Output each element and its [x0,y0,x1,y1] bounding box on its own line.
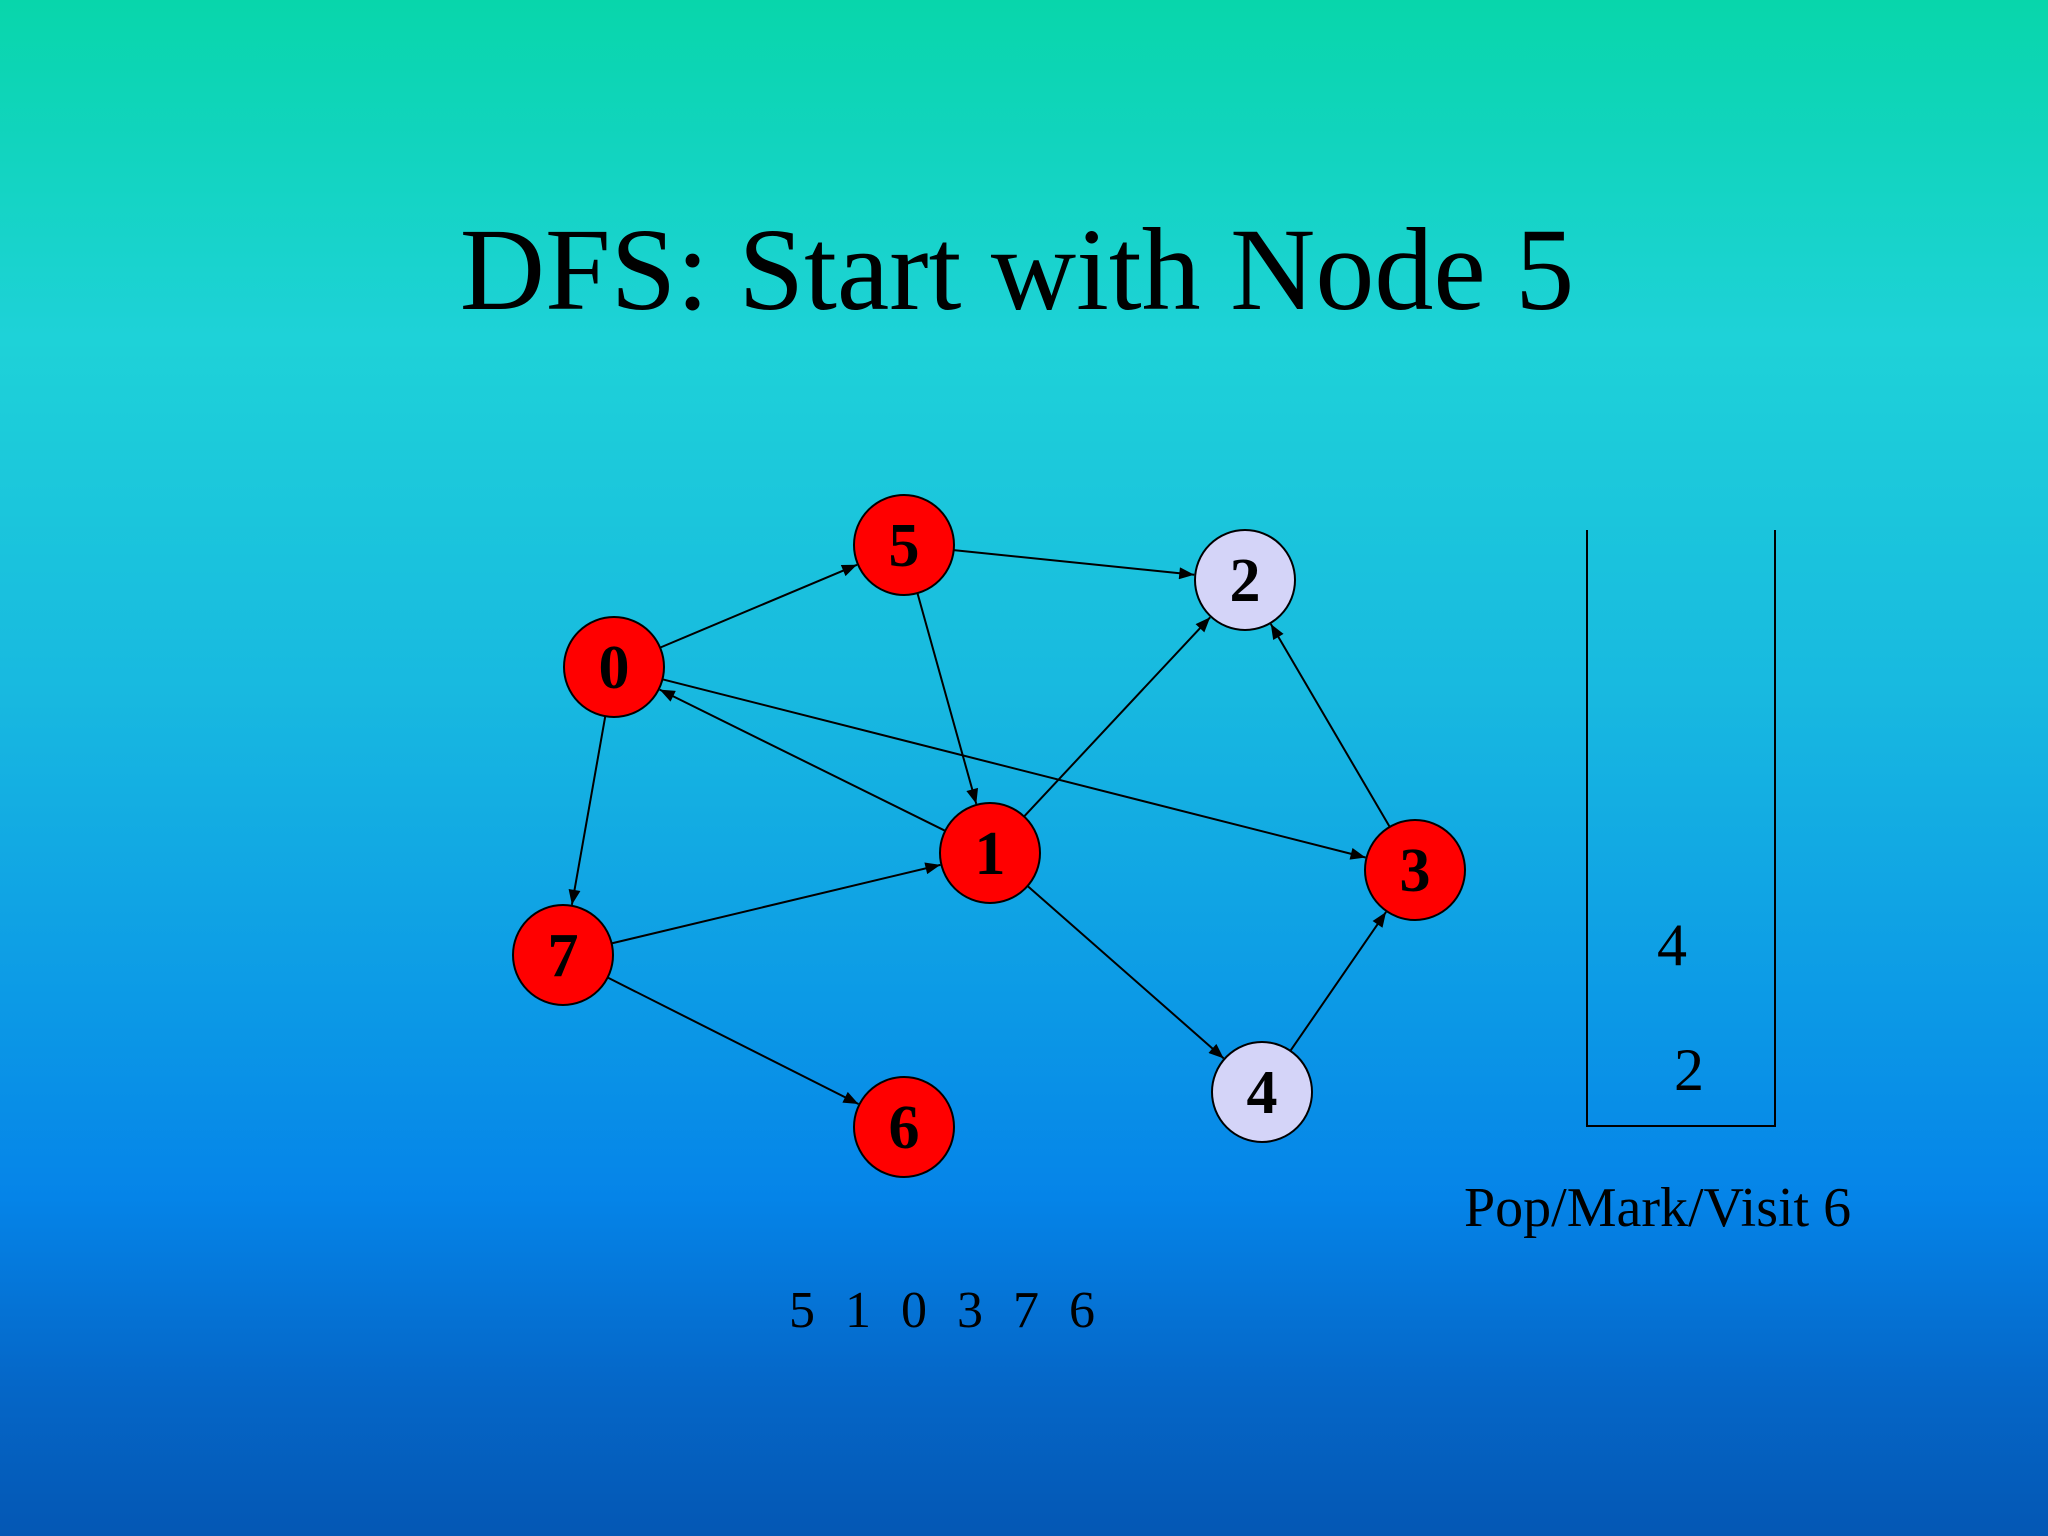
node-label-4: 4 [1247,1059,1278,1127]
action-label: Pop/Mark/Visit 6 [1464,1177,1852,1239]
node-circle-3 [1364,819,1466,921]
node-circle-0 [563,616,665,718]
edge-5-to-2 [953,549,1195,580]
visit-order-item: 6 [1069,1282,1095,1339]
edge-0-to-3 [662,678,1366,860]
stack-item: 4 [1657,912,1687,978]
node-label-7: 7 [548,922,579,990]
node-label-1: 1 [975,820,1006,888]
node-4: 4 [1211,1041,1313,1143]
node-2: 2 [1194,529,1296,631]
edge-5-to-1 [916,592,979,805]
node-label-6: 6 [889,1094,920,1162]
node-0: 0 [563,616,665,718]
edge-7-to-6 [607,976,859,1105]
node-1: 1 [939,802,1041,904]
node-label-0: 0 [599,634,630,702]
visit-order-item: 7 [1013,1282,1039,1339]
node-6: 6 [853,1076,955,1178]
visit-order-item: 0 [901,1282,927,1339]
visit-order-item: 3 [957,1282,983,1339]
visit-order-item: 1 [845,1282,871,1339]
stack-container: 42 [1586,530,1776,1127]
node-circle-5 [853,494,955,596]
node-5: 5 [853,494,955,596]
node-circle-7 [512,904,614,1006]
node-7: 7 [512,904,614,1006]
edge-7-to-1 [611,862,941,945]
edge-0-to-5 [659,563,858,649]
node-circle-1 [939,802,1041,904]
stack-outline [1586,530,1776,1127]
edge-1-to-4 [1026,885,1225,1060]
nodes-layer: 5 2 0 1 3 7 4 6 [512,494,1466,1178]
node-3: 3 [1364,819,1466,921]
node-label-2: 2 [1230,547,1261,615]
node-circle-2 [1194,529,1296,631]
edges-layer [568,549,1391,1105]
node-circle-6 [853,1076,955,1178]
node-label-5: 5 [889,512,920,580]
edge-0-to-7 [568,716,607,905]
edge-1-to-2 [1023,616,1211,818]
edge-4-to-3 [1289,911,1387,1052]
edge-3-to-2 [1269,623,1391,828]
stack-item: 2 [1674,1037,1704,1103]
visit-order-item: 5 [789,1282,815,1339]
slide-title: DFS: Start with Node 5 [459,204,1575,335]
node-label-3: 3 [1400,837,1431,905]
edge-1-to-0 [659,688,946,832]
node-circle-4 [1211,1041,1313,1143]
